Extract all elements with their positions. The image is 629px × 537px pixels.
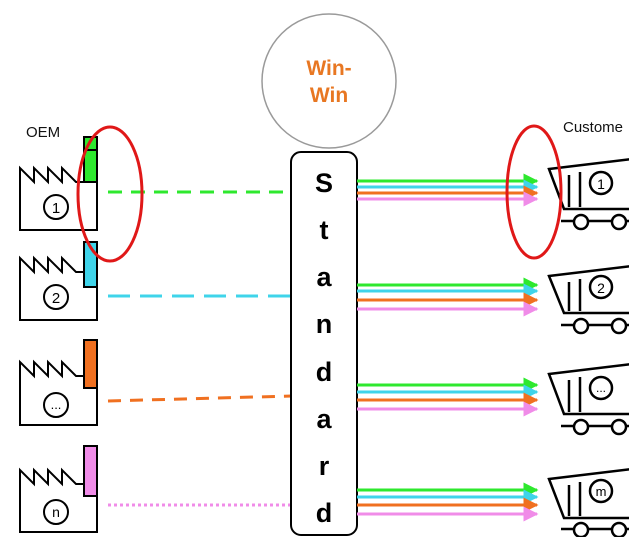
standard-letter-4: n [315, 309, 333, 340]
standard-column [290, 151, 358, 536]
standard-letter-8: d [315, 497, 333, 528]
factory-2-number: 2 [52, 290, 60, 307]
wagon-3-icon: ... [547, 363, 629, 436]
wagon-1-icon: 1 [547, 158, 629, 231]
winwin-label: Win- Win [268, 55, 390, 109]
customer-label: Custome [563, 119, 624, 136]
factory-n-number: n [52, 504, 60, 520]
oem-label: OEM [26, 124, 61, 141]
arrow-bundle-3 [357, 377, 539, 417]
arrow-bundle-1 [357, 173, 539, 207]
factory-3-number: ... [51, 397, 62, 412]
standard-letter-7: r [318, 450, 330, 481]
oem-3-connection-line [107, 394, 293, 403]
arrow-bundle-4 [357, 482, 539, 522]
standard-letter-2: t [319, 215, 329, 246]
winwin-line-1: Win- [306, 57, 352, 80]
oem-interface-highlight-oval [76, 125, 144, 263]
standard-letter-6: a [316, 403, 332, 434]
winwin-circle [261, 13, 397, 149]
arrow-bundle-2 [357, 277, 539, 317]
factory-3-icon: ... [19, 339, 98, 426]
winwin-line-2: Win [309, 84, 349, 107]
wagon-2-number: 2 [597, 280, 605, 296]
wagon-m-icon: m [547, 468, 629, 537]
factory-n-icon: n [19, 445, 98, 533]
wagon-2-icon: 2 [547, 265, 629, 335]
wagon-m-number: m [596, 484, 607, 499]
standard-letter-5: d [315, 356, 333, 387]
customer-interface-highlight-oval [505, 124, 563, 260]
factory-1-number: 1 [52, 200, 60, 217]
factory-2-icon: 2 [19, 241, 98, 321]
standard-letter-3: a [316, 262, 332, 293]
standard-letter-1: S [314, 168, 333, 198]
wagon-3-number: ... [596, 381, 606, 395]
wagon-1-number: 1 [597, 176, 605, 192]
